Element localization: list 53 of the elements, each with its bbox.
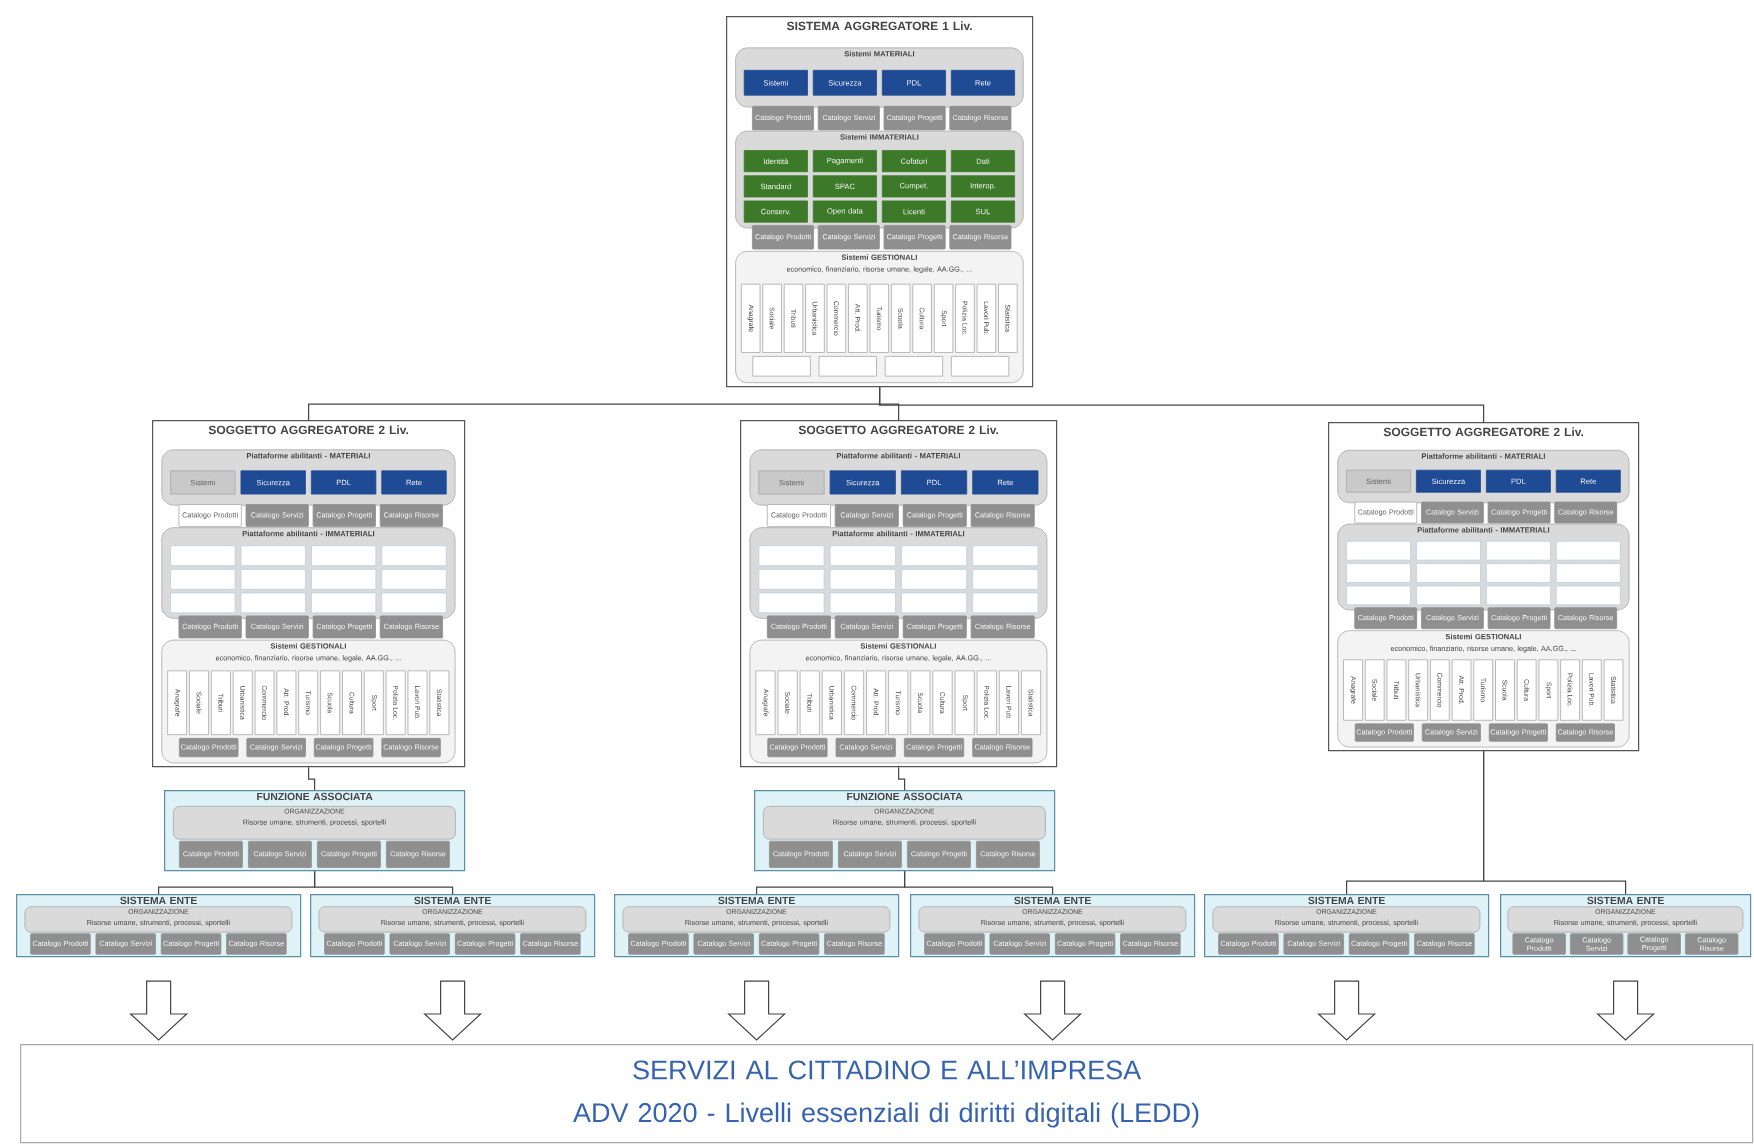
empty-box [884,356,944,377]
block-arrow [129,980,189,1041]
empty-box [310,592,377,614]
connector-line [904,870,1054,895]
empty-box [1416,540,1481,561]
connector-line [1483,750,1627,895]
empty-box [381,568,447,590]
empty-box [381,592,447,614]
connector-line [308,766,316,791]
services-banner: SERVIZI AL CITTADINO E ALL’IMPRESA ADV 2020 - Livelli essenziali di diritti digitali (LEDD) [20,1044,1754,1144]
empty-box [1555,585,1621,606]
empty-box [758,592,825,614]
empty-box [1555,563,1621,583]
empty-box [1346,563,1411,583]
empty-box [829,545,896,567]
empty-box [901,568,968,590]
empty-box [972,592,1039,614]
empty-box [1485,563,1551,583]
connector-line [314,870,454,895]
empty-box [310,568,377,590]
empty-box [901,545,968,567]
empty-box [758,545,825,567]
block-arrow [727,980,787,1041]
empty-box [1555,540,1621,561]
empty-box [170,545,236,567]
empty-box [829,568,896,590]
empty-box [170,568,236,590]
empty-box [240,545,306,567]
empty-box [752,356,811,377]
block-arrow [1317,980,1377,1041]
empty-box [381,545,447,567]
empty-box [310,545,377,567]
connector-line [879,386,1485,423]
empty-box [1346,540,1411,561]
empty-box [1416,585,1481,606]
empty-box [901,592,968,614]
empty-box [818,356,877,377]
empty-box [1416,563,1481,583]
empty-box [758,568,825,590]
block-arrow [423,980,483,1041]
empty-box [1346,585,1411,606]
block-arrow [1023,980,1083,1041]
empty-box [1485,540,1551,561]
empty-box [1485,585,1551,606]
empty-box [829,592,896,614]
empty-box [170,592,236,614]
empty-box [950,356,1010,377]
empty-box [972,545,1039,567]
block-arrow [1596,980,1656,1041]
empty-box [240,568,306,590]
empty-box [240,592,306,614]
connector-line [898,766,906,791]
empty-box [972,568,1039,590]
